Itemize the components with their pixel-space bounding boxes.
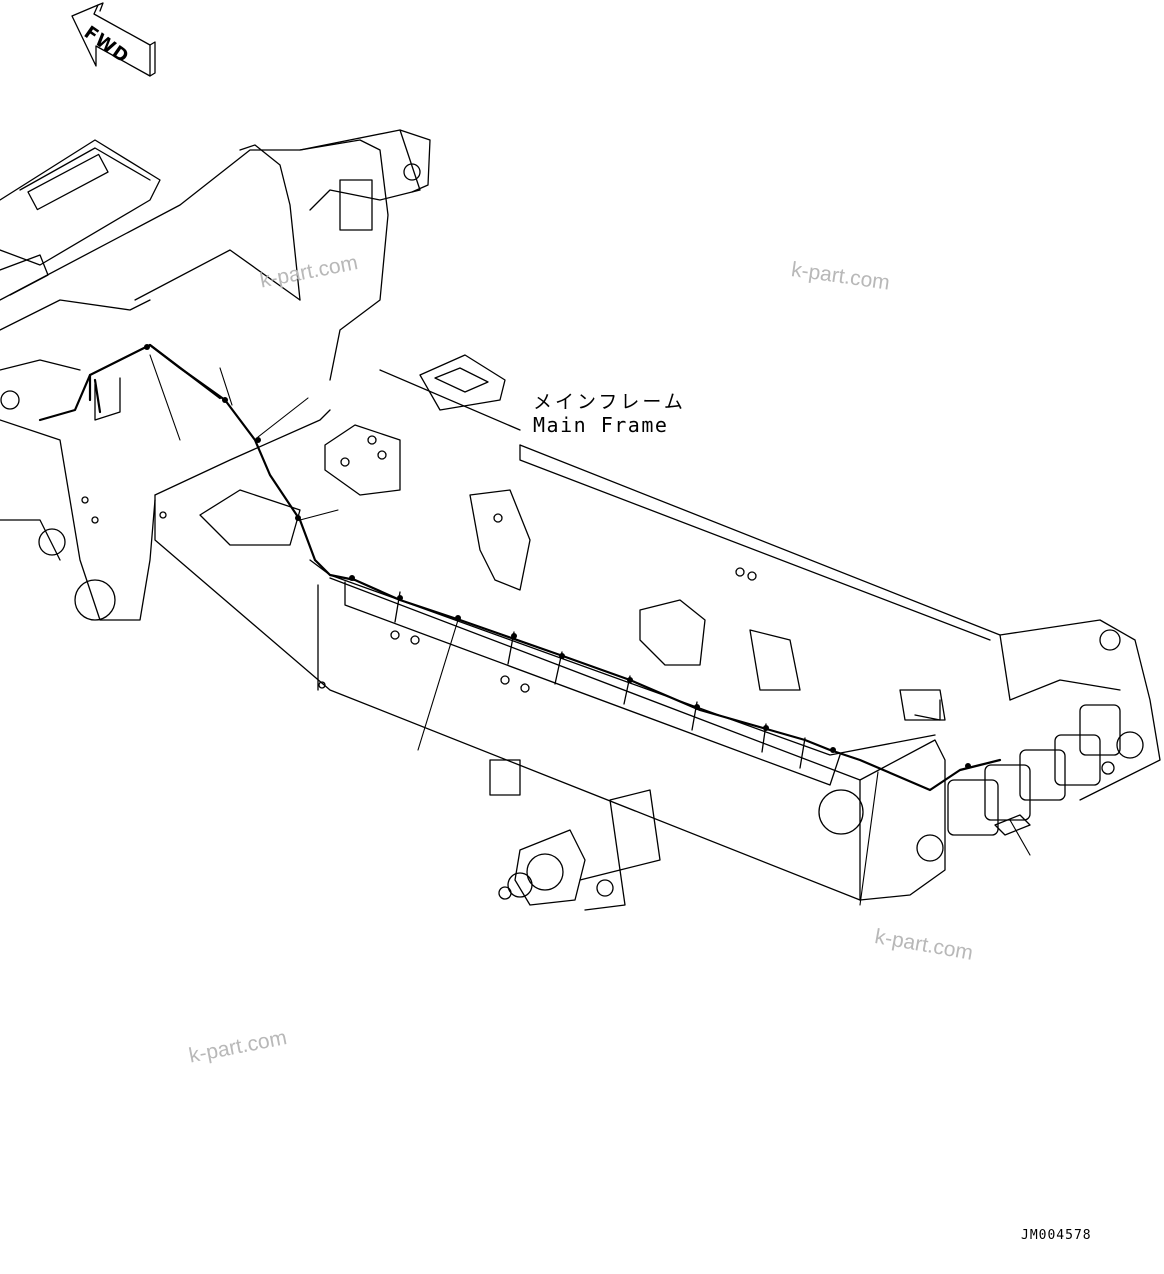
connector-cluster [947,704,1121,836]
main-frame-label-en: Main Frame [533,413,669,437]
rear-frame-outline [0,129,431,621]
drawing-code: JM004578 [1021,1228,1092,1243]
leader-lines [149,354,1031,906]
wiring-harness [38,343,1002,792]
bolt-holes [81,496,757,693]
frame-brackets [199,354,946,871]
main-frame-body [154,369,1161,901]
main-frame-label-jp: メインフレーム [533,391,686,413]
harness-cover-plates [94,377,841,786]
fwd-arrow-icon [71,2,156,77]
hitch-pin [498,829,626,911]
